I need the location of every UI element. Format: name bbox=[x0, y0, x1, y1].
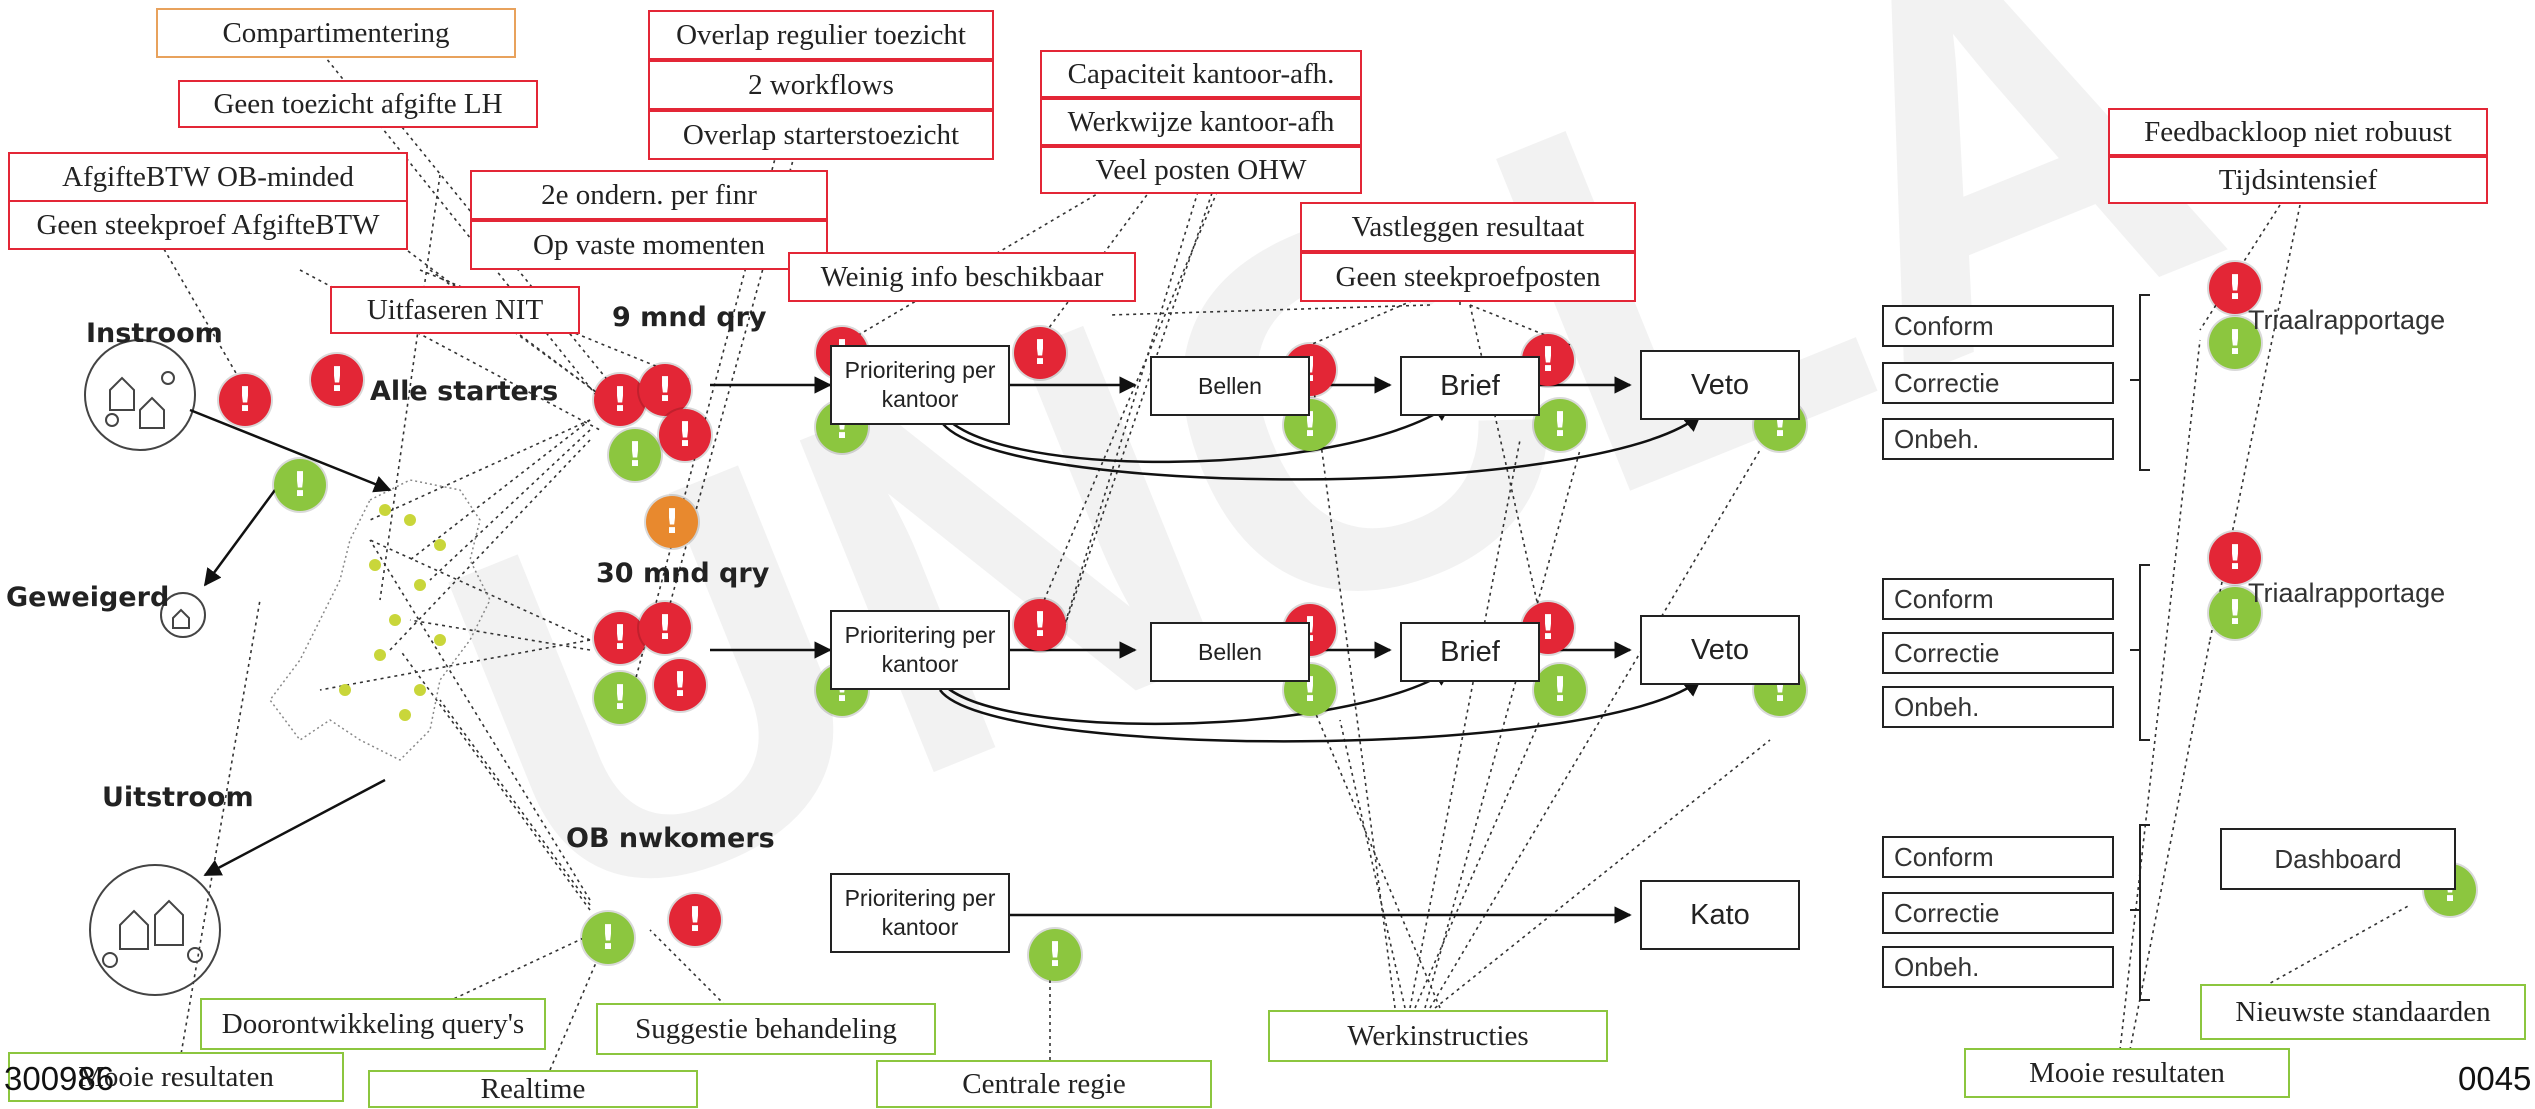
process-prioritering-3: Prioritering per kantoor bbox=[830, 873, 1010, 953]
issue-op-vaste-momenten: Op vaste momenten bbox=[470, 220, 828, 270]
outcome-onbeh-2: Onbeh. bbox=[1882, 686, 2114, 728]
positive-werkinstructies: Werkinstructies bbox=[1268, 1010, 1608, 1062]
issue-uitfaseren-nit: Uitfaseren NIT bbox=[330, 286, 580, 334]
issue-twee-workflows: 2 workflows bbox=[648, 60, 994, 110]
triaalrapportage-2: Triaalrapportage bbox=[2248, 578, 2446, 608]
issue-marker-icon: ! bbox=[594, 612, 646, 664]
process-veto-1: Veto bbox=[1640, 350, 1800, 420]
positive-marker-icon: ! bbox=[1029, 929, 1081, 981]
issue-marker-icon: ! bbox=[1014, 327, 1066, 379]
positive-marker-icon: ! bbox=[274, 459, 326, 511]
issue-feedbackloop: Feedbackloop niet robuust bbox=[2108, 108, 2488, 156]
process-prioritering-1: Prioritering per kantoor bbox=[830, 345, 1010, 425]
positive-suggestie: Suggestie behandeling bbox=[596, 1003, 936, 1055]
issue-veel-posten: Veel posten OHW bbox=[1040, 146, 1362, 194]
positive-marker-icon: ! bbox=[2209, 317, 2261, 369]
issue-tweede-ondern: 2e ondern. per finr bbox=[470, 170, 828, 220]
issue-afgifte-btw: AfgifteBTW OB-minded bbox=[8, 152, 408, 202]
issue-werkwijze: Werkwijze kantoor-afh bbox=[1040, 98, 1362, 146]
map-dots bbox=[339, 504, 446, 721]
flow-arrows bbox=[189, 376, 1702, 924]
corner-code-right: 0045 bbox=[2458, 1060, 2532, 1097]
process-brief-2: Brief bbox=[1400, 622, 1540, 682]
outcome-conform-3: Conform bbox=[1882, 836, 2114, 878]
outcome-onbeh-1: Onbeh. bbox=[1882, 418, 2114, 460]
issue-weinig-info: Weinig info beschikbaar bbox=[788, 252, 1136, 302]
positive-centrale-regie: Centrale regie bbox=[876, 1060, 1212, 1108]
outcome-correctie-1: Correctie bbox=[1882, 362, 2114, 404]
positive-mooie-resultaten-left: Mooie resultaten bbox=[8, 1052, 344, 1102]
netherlands-map bbox=[269, 479, 491, 761]
label-alle-starters: Alle starters bbox=[370, 376, 559, 407]
label-30-mnd-qry: 30 mnd qry bbox=[596, 558, 770, 589]
issue-marker-icon: ! bbox=[2209, 532, 2261, 584]
label-uitstroom: Uitstroom bbox=[102, 782, 254, 813]
process-veto-2: Veto bbox=[1640, 615, 1800, 685]
issue-marker-icon: ! bbox=[219, 374, 271, 426]
process-prioritering-2: Prioritering per kantoor bbox=[830, 610, 1010, 690]
issue-marker-icon: ! bbox=[639, 364, 691, 416]
process-kato: Kato bbox=[1640, 880, 1800, 950]
issue-marker-icon: ! bbox=[311, 354, 363, 406]
issue-geen-steekproef-afgifte: Geen steekproef AfgifteBTW bbox=[8, 200, 408, 250]
issue-compartimentering: Compartimentering bbox=[156, 8, 516, 58]
issue-geen-toezicht: Geen toezicht afgifte LH bbox=[178, 80, 538, 128]
positive-marker-icon: ! bbox=[2209, 587, 2261, 639]
issue-overlap-starters: Overlap starterstoezicht bbox=[648, 110, 994, 160]
label-geweigerd: Geweigerd bbox=[6, 582, 170, 613]
process-bellen-1: Bellen bbox=[1150, 356, 1310, 416]
issue-marker-icon: ! bbox=[659, 409, 711, 461]
positive-marker-icon: ! bbox=[582, 912, 634, 964]
outcome-correctie-2: Correctie bbox=[1882, 632, 2114, 674]
positive-mooie-resultaten-right: Mooie resultaten bbox=[1964, 1048, 2290, 1098]
issue-marker-icon: ! bbox=[669, 894, 721, 946]
positive-realtime: Realtime bbox=[368, 1070, 698, 1108]
instroom-people-icon bbox=[84, 339, 196, 451]
label-instroom: Instroom bbox=[86, 318, 223, 349]
positive-doorontwikkeling: Doorontwikkeling query's bbox=[200, 998, 546, 1050]
outcome-correctie-3: Correctie bbox=[1882, 892, 2114, 934]
issue-vastleggen: Vastleggen resultaat bbox=[1300, 202, 1636, 252]
corner-code-left: 300986 bbox=[4, 1060, 115, 1097]
process-brief-1: Brief bbox=[1400, 356, 1540, 416]
triaalrapportage-1: Triaalrapportage bbox=[2248, 305, 2446, 335]
dashboard-box: Dashboard bbox=[2220, 828, 2456, 890]
positive-marker-icon: ! bbox=[609, 429, 661, 481]
issue-tijdsintensief: Tijdsintensief bbox=[2108, 156, 2488, 204]
outcome-conform-2: Conform bbox=[1882, 578, 2114, 620]
positive-marker-icon: ! bbox=[1534, 664, 1586, 716]
issue-marker-icon: ! bbox=[594, 374, 646, 426]
issue-marker-icon: ! bbox=[639, 602, 691, 654]
outcome-conform-1: Conform bbox=[1882, 305, 2114, 347]
issue-marker-icon: ! bbox=[654, 659, 706, 711]
outcome-brackets bbox=[2130, 294, 2150, 1001]
outcome-onbeh-3: Onbeh. bbox=[1882, 946, 2114, 988]
label-9-mnd-qry: 9 mnd qry bbox=[612, 302, 767, 333]
geweigerd-people-icon bbox=[160, 592, 206, 638]
issue-marker-icon: ! bbox=[2209, 262, 2261, 314]
positive-marker-icon: ! bbox=[1534, 399, 1586, 451]
issue-marker-icon: ! bbox=[1014, 599, 1066, 651]
uitstroom-people-icon bbox=[89, 864, 221, 996]
positive-marker-icon: ! bbox=[594, 672, 646, 724]
issue-capaciteit: Capaciteit kantoor-afh. bbox=[1040, 50, 1362, 98]
warning-marker-icon: ! bbox=[646, 496, 698, 548]
issue-overlap-regulier: Overlap regulier toezicht bbox=[648, 10, 994, 60]
process-bellen-2: Bellen bbox=[1150, 622, 1310, 682]
issue-geen-steekproefposten: Geen steekproefposten bbox=[1300, 252, 1636, 302]
label-ob-nwkomers: OB nwkomers bbox=[566, 823, 775, 854]
positive-nieuwste-standaarden: Nieuwste standaarden bbox=[2200, 984, 2526, 1040]
